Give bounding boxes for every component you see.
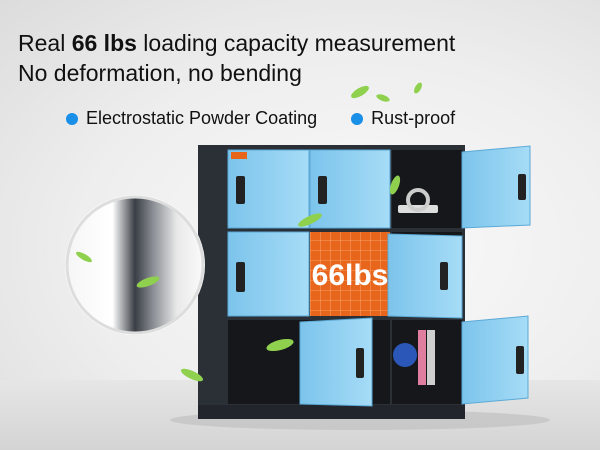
headline-line2: No deformation, no bending (18, 60, 302, 86)
leaf-icon (389, 175, 401, 195)
headline-prefix: Real (18, 30, 72, 56)
open-door (461, 145, 531, 229)
leaf-icon (376, 94, 390, 102)
leaf-icon (136, 276, 160, 288)
lock-icon (516, 346, 524, 374)
headline-suffix: loading capacity measurement (136, 30, 456, 56)
lock-icon (236, 262, 245, 292)
load-compartment: 66lbs (310, 232, 390, 316)
lock-icon (440, 262, 448, 290)
lock-icon (518, 174, 526, 200)
leaf-icon (180, 368, 204, 382)
headline: Real 66 lbs loading capacity measurement… (18, 28, 455, 88)
blue-dot-icon (351, 112, 364, 125)
steel-closeup-circle (65, 195, 205, 335)
feature-rust-proof: Rust-proof (351, 108, 455, 129)
feature-label: Rust-proof (371, 108, 456, 128)
feature-powder-coating: Electrostatic Powder Coating (66, 108, 317, 129)
locker-door-r2c1 (227, 231, 310, 317)
leaf-icon (351, 85, 369, 99)
locker-open-r3c3 (392, 315, 529, 405)
leaf-icon (414, 82, 422, 94)
locker-door-r2c3 (387, 232, 463, 319)
brand-logo (231, 152, 247, 159)
locker-open-r3c1 (228, 320, 309, 404)
load-badge-label: 66lbs (312, 259, 389, 292)
open-door (461, 315, 529, 405)
globe (393, 343, 417, 367)
locker-door-r1c1 (227, 149, 310, 229)
lock-icon (318, 176, 327, 204)
cabinet-base (198, 405, 465, 419)
blue-dot-icon (66, 112, 78, 125)
feature-label: Electrostatic Powder Coating (86, 108, 318, 128)
leaf-icon (298, 213, 322, 227)
leaf-decorations (76, 82, 422, 382)
lock-icon (356, 348, 364, 378)
locker-open-r1c3 (392, 145, 531, 229)
book (418, 330, 426, 385)
locker-door-r3c2 (299, 317, 390, 407)
locker-door-r1c2 (309, 149, 391, 229)
leaf-icon (76, 251, 92, 263)
feature-list: Electrostatic Powder Coating Rust-proof (66, 108, 455, 129)
lock-icon (236, 176, 245, 204)
headline-highlight: 66 lbs (71, 30, 137, 56)
leaf-icon (266, 338, 294, 352)
headphones (406, 188, 430, 212)
book (427, 330, 435, 385)
